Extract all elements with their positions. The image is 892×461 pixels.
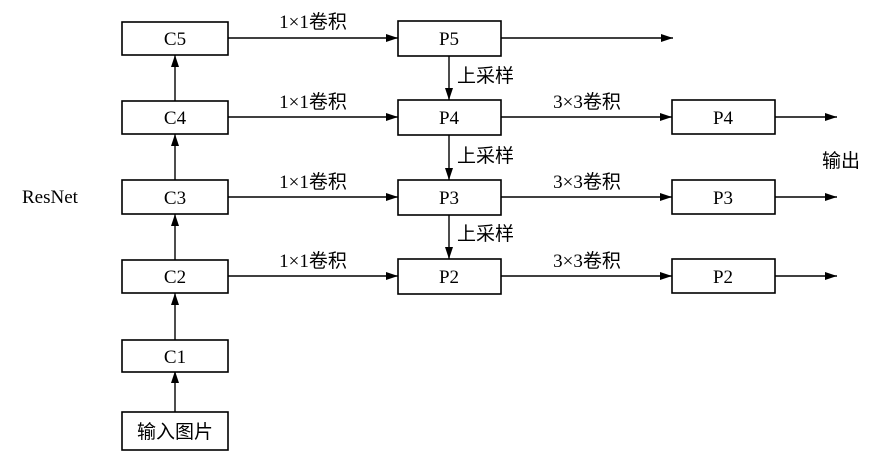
- p4-label: P4: [439, 108, 460, 129]
- c5-label: C5: [164, 29, 186, 50]
- output-p2-label: P2: [713, 267, 733, 288]
- c4-box: C4: [121, 100, 229, 135]
- output-p4-label: P4: [713, 108, 734, 129]
- output-p3-box: P3: [671, 179, 776, 215]
- c2-box: C2: [121, 259, 229, 294]
- label-c3-p3-conv: 1×1卷积: [279, 171, 347, 193]
- p3-box: P3: [397, 179, 502, 216]
- c1-box: C1: [121, 339, 229, 373]
- c5-box: C5: [121, 21, 229, 56]
- output-p4-box: P4: [671, 99, 776, 135]
- p5-box: P5: [397, 20, 502, 57]
- label-c2-p2-conv: 1×1卷积: [279, 250, 347, 272]
- output-p3-label: P3: [713, 188, 733, 209]
- c3-label: C3: [164, 188, 186, 209]
- p3-label: P3: [439, 188, 459, 209]
- label-c4-p4-conv: 1×1卷积: [279, 91, 347, 113]
- input-image-label: 输入图片: [137, 421, 213, 443]
- label-p4-smooth-conv: 3×3卷积: [553, 91, 621, 113]
- resnet-label: ResNet: [22, 187, 79, 208]
- c3-box: C3: [121, 179, 229, 215]
- label-upsample-p5-p4: 上采样: [457, 65, 514, 87]
- p5-label: P5: [439, 29, 459, 50]
- label-upsample-p3-p2: 上采样: [457, 223, 514, 245]
- label-p2-smooth-conv: 3×3卷积: [553, 250, 621, 272]
- p4-box: P4: [397, 99, 502, 136]
- input-image-box: 输入图片: [121, 411, 229, 451]
- output-label: 输出: [822, 150, 860, 172]
- p2-label: P2: [439, 267, 459, 288]
- edge-labels: 1×1卷积 1×1卷积 1×1卷积 1×1卷积 3×3卷积 3×3卷积 3×3卷…: [279, 11, 621, 272]
- c1-label: C1: [164, 347, 186, 368]
- output-p2-box: P2: [671, 258, 776, 294]
- label-upsample-p4-p3: 上采样: [457, 145, 514, 167]
- label-p3-smooth-conv: 3×3卷积: [553, 171, 621, 193]
- p2-box: P2: [397, 258, 502, 295]
- c2-label: C2: [164, 267, 186, 288]
- label-c5-p5-conv: 1×1卷积: [279, 11, 347, 33]
- c4-label: C4: [164, 108, 187, 129]
- edges: [171, 34, 837, 412]
